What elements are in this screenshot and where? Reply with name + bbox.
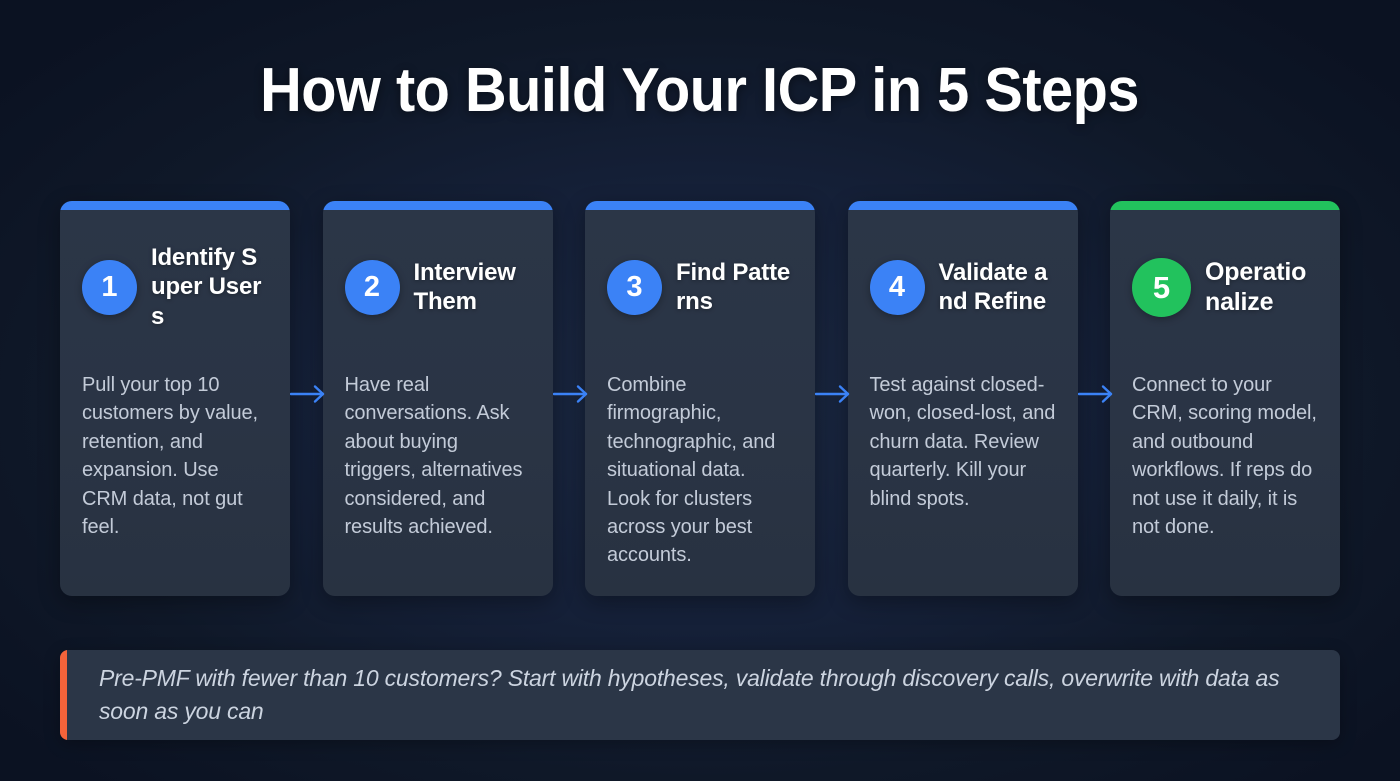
step-title-2: Interview Them	[413, 258, 516, 315]
step-number-badge-4: 4	[869, 259, 925, 315]
step-card-2: 2 Interview Them Have real conversations…	[322, 201, 553, 596]
step-description-1: Pull your top 10 customers by value, ret…	[82, 374, 258, 538]
step-card-3: 3 Find Patterns Combine firmographic, te…	[585, 201, 815, 596]
step-number-badge-5: 5	[1132, 257, 1191, 317]
step-card-4: 4 Validate and Refine Test against close…	[847, 201, 1078, 596]
step-title-3: Find Patterns	[676, 258, 791, 315]
step-card-1: 1 Identify Super Users Pull your top 10 …	[60, 201, 290, 596]
arrow-right-icon	[1078, 383, 1118, 405]
card-header-3: 3 Find Patterns	[607, 237, 793, 337]
arrow-right-icon	[815, 383, 855, 405]
step-description-3: Combine firmographic, technographic, and…	[607, 374, 776, 567]
step-title-5: Operationalize	[1205, 257, 1307, 317]
step-number-badge-2: 2	[344, 259, 400, 315]
arrow-right-icon	[553, 383, 593, 405]
card-header-2: 2 Interview Them	[344, 237, 531, 337]
step-description-2: Have real conversations. Ask about buyin…	[344, 374, 523, 538]
card-header-1: 1 Identify Super Users	[82, 237, 268, 337]
step-number-badge-1: 1	[82, 259, 137, 315]
steps-row: 1 Identify Super Users Pull your top 10 …	[60, 201, 1340, 596]
footnote-accent-bar	[60, 650, 67, 740]
step-description-4: Test against closed-won, closed-lost, an…	[869, 374, 1056, 510]
step-card-5: 5 Operationalize Connect to your CRM, sc…	[1110, 201, 1340, 596]
page-title: How to Build Your ICP in 5 Steps	[260, 56, 1140, 125]
page-title-container: How to Build Your ICP in 5 Steps	[0, 58, 1400, 123]
step-title-4: Validate and Refine	[938, 258, 1048, 315]
arrow-right-icon	[290, 383, 330, 405]
card-header-4: 4 Validate and Refine	[869, 237, 1056, 337]
step-title-1: Identify Super Users	[151, 244, 262, 330]
card-header-5: 5 Operationalize	[1132, 237, 1318, 337]
footnote-text: Pre-PMF with fewer than 10 customers? St…	[99, 665, 1280, 724]
step-number-badge-3: 3	[607, 259, 662, 315]
step-description-5: Connect to your CRM, scoring model, and …	[1132, 374, 1317, 538]
card-accent-bar-5	[1110, 201, 1340, 210]
card-accent-bar-2	[322, 201, 553, 210]
card-accent-bar-3	[585, 201, 815, 210]
card-accent-bar-1	[60, 201, 290, 210]
footnote-callout: Pre-PMF with fewer than 10 customers? St…	[60, 650, 1340, 740]
card-accent-bar-4	[847, 201, 1078, 210]
